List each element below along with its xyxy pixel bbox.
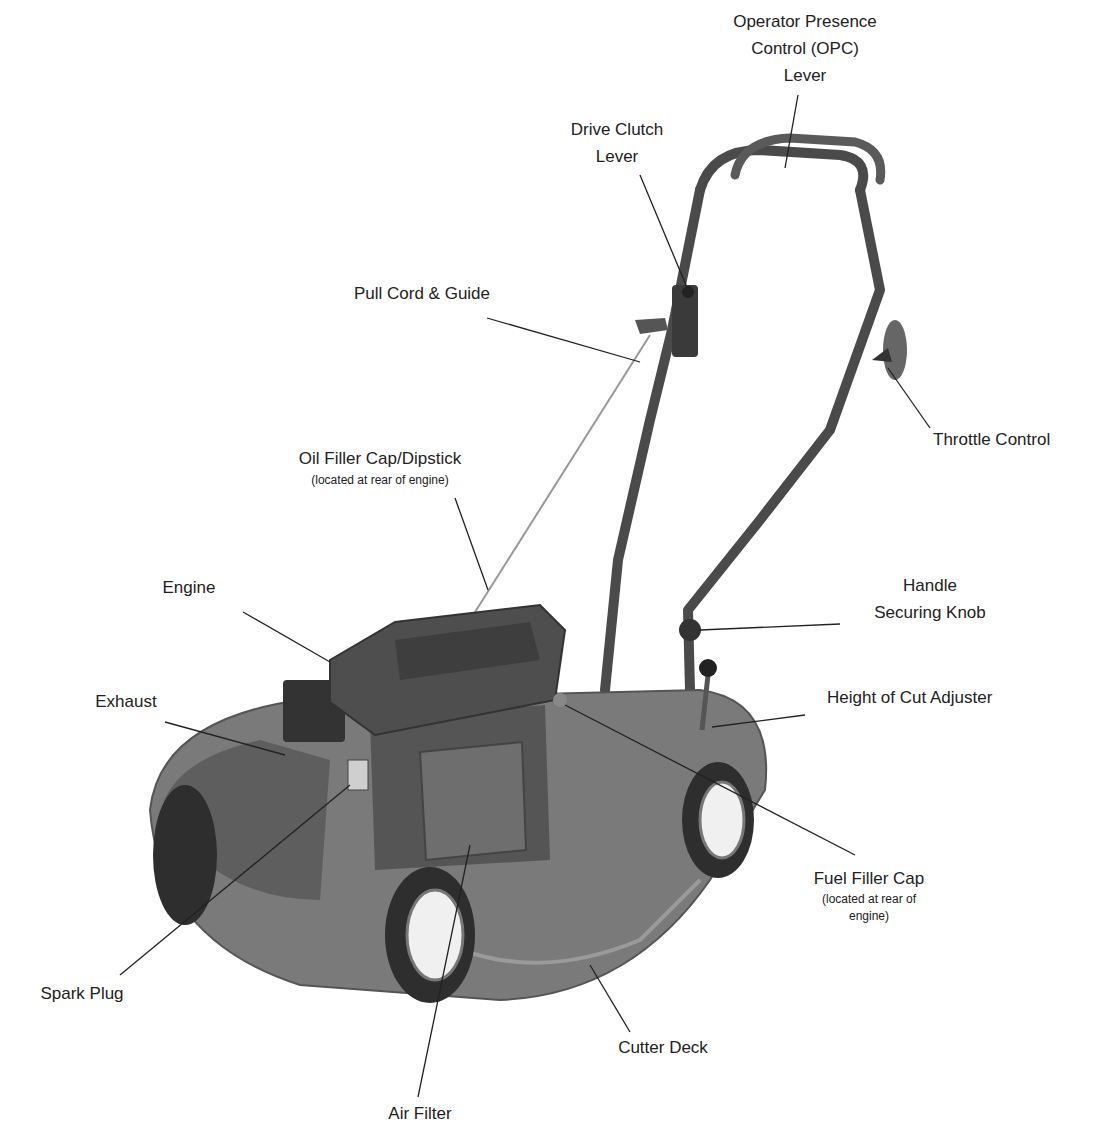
engine-cover-panel <box>395 622 540 680</box>
part-label: Engine <box>139 574 239 601</box>
leader-line <box>700 624 840 630</box>
wheel <box>682 762 754 878</box>
leader-line <box>565 705 855 855</box>
leader-line <box>590 965 630 1032</box>
part-label: Pull Cord & Guide <box>322 280 522 307</box>
leader-lines <box>120 95 930 1097</box>
engine-cover <box>330 605 565 735</box>
leader-line <box>712 715 805 727</box>
opc-lever <box>735 138 881 180</box>
pull-cord <box>470 335 650 620</box>
handle <box>605 150 880 690</box>
handle-loop <box>700 150 863 190</box>
part-label: Spark Plug <box>22 980 142 1007</box>
part-note: (located at rear of engine) <box>809 891 929 925</box>
part-label: Throttle Control <box>933 426 1103 453</box>
leader-line <box>487 318 640 362</box>
part-label: Operator Presence Control (OPC) Lever <box>730 8 880 89</box>
part-note: (located at rear of engine) <box>280 472 480 489</box>
leader-line <box>888 368 930 428</box>
part-label: Oil Filler Cap/Dipstick <box>270 445 490 472</box>
leader-line <box>120 785 350 975</box>
part-label: Height of Cut Adjuster <box>827 684 1067 711</box>
handle-knob <box>679 619 701 641</box>
leader-line <box>785 95 798 168</box>
handle-bar <box>688 190 880 690</box>
leader-line <box>243 612 330 662</box>
part-label: Fuel Filler Cap <box>789 865 949 892</box>
fuel-cap <box>553 693 567 707</box>
wheel-hub <box>407 890 463 980</box>
cutter-deck <box>150 690 766 1000</box>
leader-line <box>640 175 688 290</box>
pull-handle <box>635 318 668 334</box>
leader-line <box>455 498 488 590</box>
spark-plug <box>348 760 368 790</box>
control-box <box>672 285 698 357</box>
part-label: Cutter Deck <box>593 1034 733 1061</box>
wheel <box>153 785 217 925</box>
leader-line <box>165 722 285 755</box>
clutch-knob <box>682 286 694 298</box>
wheel-hub <box>700 782 744 858</box>
part-label: Drive Clutch Lever <box>562 116 672 170</box>
leader-line <box>418 845 470 1097</box>
part-label: Handle Securing Knob <box>871 572 989 626</box>
air-filter <box>420 742 526 860</box>
part-label: Air Filter <box>360 1100 480 1127</box>
throttle-lever <box>872 348 892 362</box>
height-knob <box>699 659 717 677</box>
height-adjuster <box>702 675 708 730</box>
part-label: Exhaust <box>76 688 176 715</box>
